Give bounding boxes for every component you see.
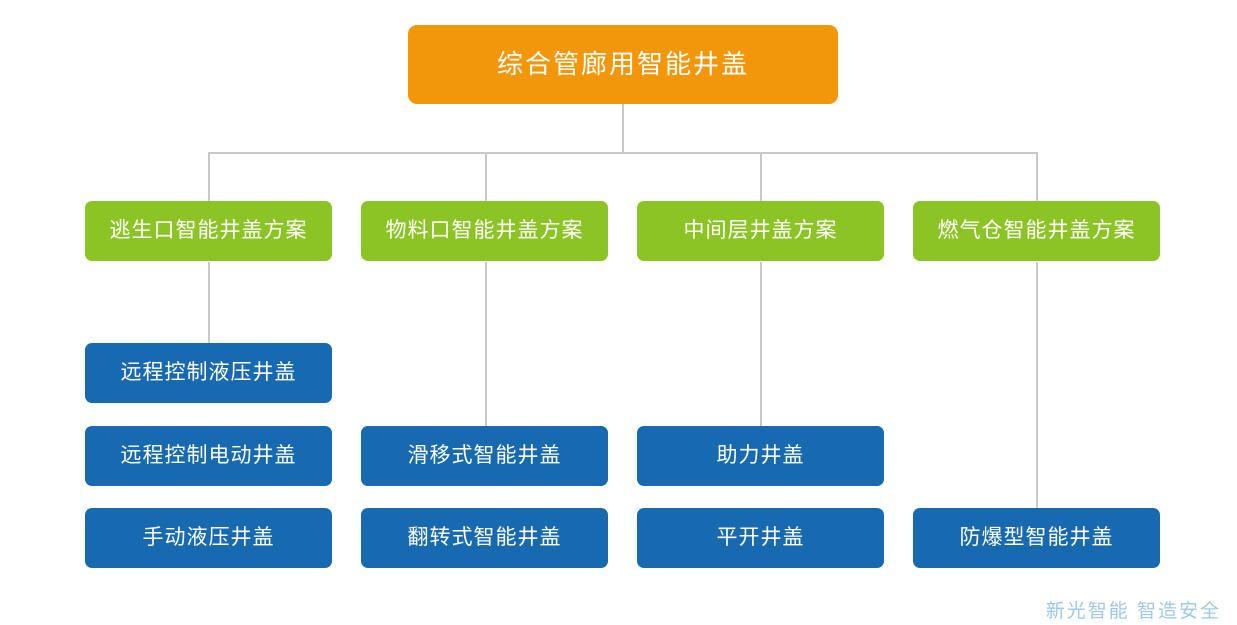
connector-branch-2-to-leaves	[485, 262, 487, 427]
branch-node-4[interactable]: 燃气仓智能井盖方案	[913, 201, 1160, 261]
leaf-node-col3-row2-label: 平开井盖	[716, 525, 805, 549]
leaf-node-col4-row1[interactable]: 防爆型智能井盖	[913, 508, 1160, 568]
leaf-node-col1-row3-label: 手动液压井盖	[142, 525, 275, 549]
connector-branch-bar	[209, 152, 1038, 154]
leaf-node-col4-row1-label: 防爆型智能井盖	[959, 525, 1114, 549]
leaf-node-col1-row3[interactable]: 手动液压井盖	[85, 508, 332, 568]
watermark-text: 新光智能 智造安全	[1045, 601, 1221, 622]
leaf-node-col3-row2[interactable]: 平开井盖	[637, 508, 884, 568]
leaf-node-col2-row2-label: 翻转式智能井盖	[407, 525, 562, 549]
branch-node-1-label: 逃生口智能井盖方案	[109, 218, 308, 242]
connector-drop-branch-2	[485, 152, 487, 201]
leaf-node-col3-row1-label: 助力井盖	[716, 443, 805, 467]
leaf-node-col1-row1-label: 远程控制液压井盖	[120, 360, 297, 384]
connector-drop-branch-3	[760, 152, 762, 201]
branch-node-4-label: 燃气仓智能井盖方案	[937, 218, 1136, 242]
branch-node-2[interactable]: 物料口智能井盖方案	[361, 201, 608, 261]
branch-node-1[interactable]: 逃生口智能井盖方案	[85, 201, 332, 261]
root-node[interactable]: 综合管廊用智能井盖	[408, 25, 838, 104]
leaf-node-col2-row2[interactable]: 翻转式智能井盖	[361, 508, 608, 568]
connector-branch-4-to-leaves	[1036, 262, 1038, 509]
connector-branch-1-to-leaves	[208, 262, 210, 344]
connector-drop-branch-1	[208, 152, 210, 201]
branch-node-3-label: 中间层井盖方案	[683, 218, 838, 242]
connector-root-stem	[622, 104, 624, 153]
leaf-node-col3-row1[interactable]: 助力井盖	[637, 426, 884, 486]
leaf-node-col1-row2[interactable]: 远程控制电动井盖	[85, 426, 332, 486]
root-node-label: 综合管廊用智能井盖	[496, 48, 749, 79]
connector-drop-branch-4	[1036, 152, 1038, 201]
leaf-node-col2-row1-label: 滑移式智能井盖	[407, 443, 562, 467]
branch-node-2-label: 物料口智能井盖方案	[385, 218, 584, 242]
leaf-node-col1-row1[interactable]: 远程控制液压井盖	[85, 343, 332, 403]
leaf-node-col1-row2-label: 远程控制电动井盖	[120, 443, 297, 467]
branch-node-3[interactable]: 中间层井盖方案	[637, 201, 884, 261]
leaf-node-col2-row1[interactable]: 滑移式智能井盖	[361, 426, 608, 486]
connector-branch-3-to-leaves	[760, 262, 762, 427]
